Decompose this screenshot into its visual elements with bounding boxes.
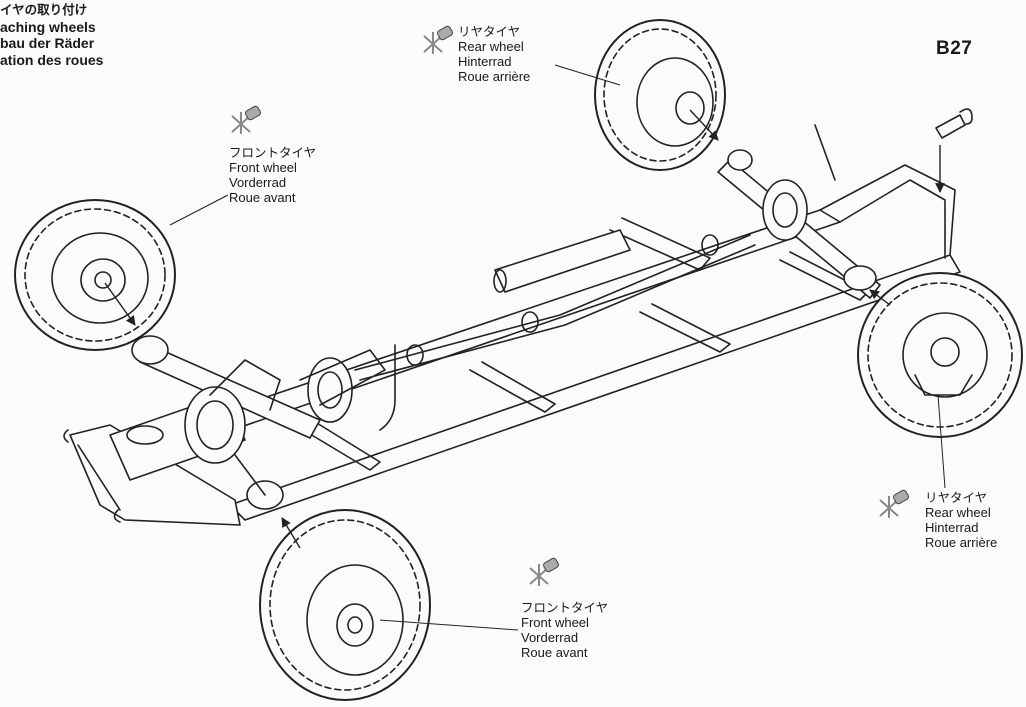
header-en: aching wheels <box>0 18 96 35</box>
label-fr: Roue arrière <box>925 535 998 550</box>
label-fr: Roue arrière <box>458 69 531 84</box>
frame-rails <box>94 164 961 521</box>
label-front-wheel-bottom: フロントタイヤ Front wheel Vorderrad Roue avant <box>521 600 608 660</box>
prop-shafts <box>354 234 756 381</box>
label-rear-wheel-right: リヤタイヤ Rear wheel Hinterrad Roue arrière <box>925 490 997 550</box>
label-jp: リヤタイヤ <box>925 490 988 505</box>
rear-right-wheel <box>857 272 1023 438</box>
label-rear-wheel-top: リヤタイヤ Rear wheel Hinterrad Roue arrière <box>458 24 530 84</box>
leader-rear-top <box>554 64 621 86</box>
front-bottom-wheel <box>259 509 431 701</box>
rear-top-wheel <box>594 19 726 171</box>
leader-front-bottom <box>379 619 519 631</box>
arrow-rear-right <box>869 289 891 306</box>
arrow-rear-top <box>689 109 719 141</box>
label-de: Hinterrad <box>458 54 512 69</box>
label-fr: Roue avant <box>521 645 588 660</box>
arrow-front-left <box>104 282 136 326</box>
leader-front-left <box>169 194 229 226</box>
rear-axle <box>717 124 881 299</box>
transmission <box>299 349 386 423</box>
front-bumper <box>63 424 241 526</box>
section-header: イヤの取り付け aching wheels bau der Räder atio… <box>0 2 103 68</box>
part-b27-hook <box>935 108 973 139</box>
label-de: Vorderrad <box>521 630 579 645</box>
label-en: Rear wheel <box>458 39 524 54</box>
cement-tube-icon <box>529 557 559 586</box>
header-fr: ation des roues <box>0 51 104 68</box>
front-axle <box>131 335 321 510</box>
label-de: Hinterrad <box>925 520 979 535</box>
part-code-b27: B27 <box>936 38 973 59</box>
label-jp: フロントタイヤ <box>521 600 609 615</box>
label-en: Front wheel <box>521 615 589 630</box>
exhaust-muffler <box>379 229 631 431</box>
label-jp: フロントタイヤ <box>229 145 317 160</box>
label-fr: Roue avant <box>229 190 296 205</box>
front-left-wheel <box>14 199 176 351</box>
arrow-front-bottom <box>281 517 301 549</box>
header-jp: イヤの取り付け <box>0 2 88 17</box>
leader-rear-right <box>937 394 946 489</box>
header-de: bau der Räder <box>0 35 95 51</box>
label-front-wheel-left: フロントタイヤ Front wheel Vorderrad Roue avant <box>229 145 316 205</box>
cement-tube-icon <box>423 25 453 54</box>
label-en: Rear wheel <box>925 505 991 520</box>
label-jp: リヤタイヤ <box>458 24 521 39</box>
cement-tube-icon <box>231 105 261 134</box>
cement-tube-icon <box>879 489 909 518</box>
label-de: Vorderrad <box>229 175 287 190</box>
label-en: Front wheel <box>229 160 297 175</box>
